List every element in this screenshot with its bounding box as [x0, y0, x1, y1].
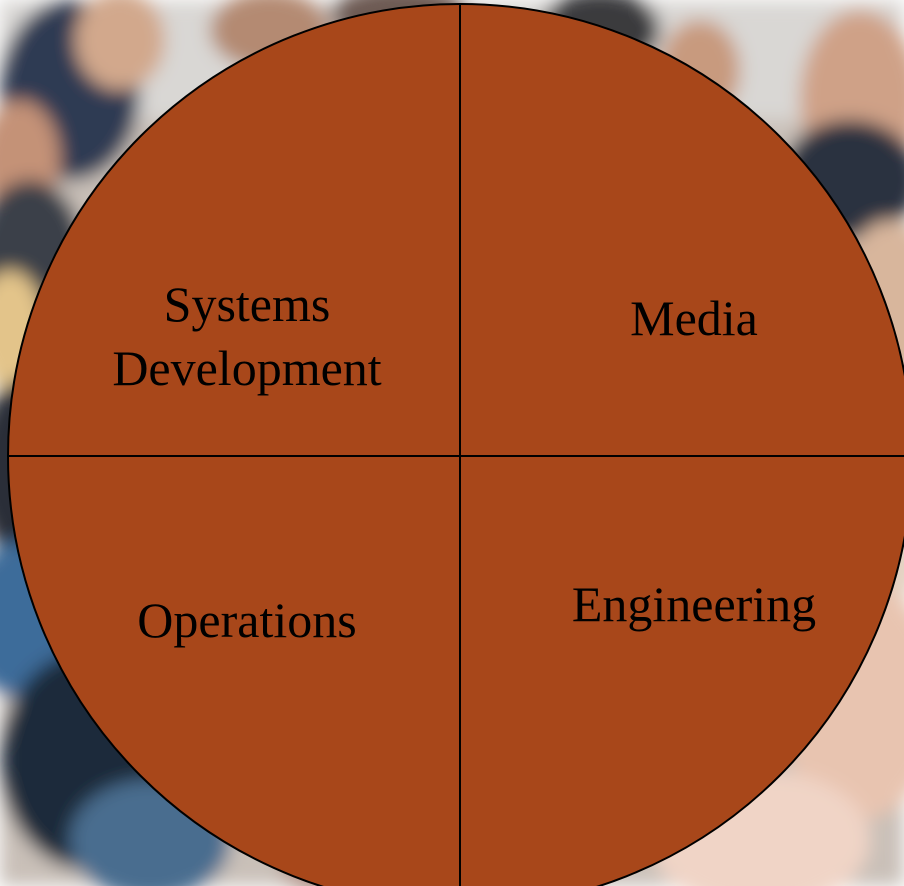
quadrant-label-line: Operations: [137, 592, 357, 648]
quadrant-label-line: Media: [630, 290, 758, 346]
quadrant-label-media: Media: [630, 286, 758, 350]
quadrant-label-operations: Operations: [137, 588, 356, 652]
quadrant-label-systems-development: Systems Development: [112, 272, 381, 400]
quadrant-label-line: Development: [112, 340, 382, 396]
quadrant-label-line: Engineering: [571, 576, 817, 632]
quadrant-label-engineering: Engineering: [572, 572, 816, 636]
quadrant-circle: [7, 3, 904, 886]
quadrant-label-line: Systems: [163, 276, 331, 332]
